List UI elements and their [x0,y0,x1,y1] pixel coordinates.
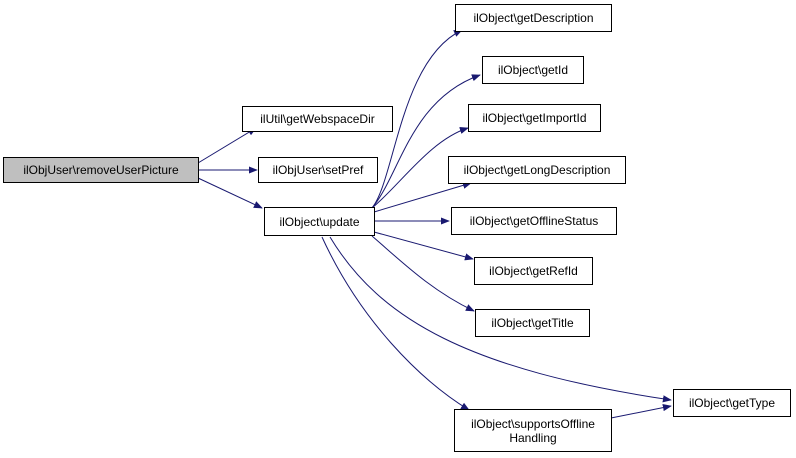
node-get-description[interactable]: ilObject\getDescription [455,4,612,32]
node-update[interactable]: ilObject\update [264,207,375,236]
node-get-offline-status[interactable]: ilObject\getOfflineStatus [451,207,617,235]
node-get-id[interactable]: ilObject\getId [482,56,584,84]
node-label: ilObject\getType [688,396,776,410]
node-label: ilObject\getDescription [473,11,594,25]
edge-supportsOffline-getType [610,404,672,419]
node-get-type[interactable]: ilObject\getType [673,389,791,417]
edge-root-update [197,177,263,209]
node-label: ilObject\getTitle [491,316,574,330]
node-get-title[interactable]: ilObject\getTitle [475,309,590,337]
node-label: ilObject\getId [497,63,569,77]
edge-update-getTitle [371,235,475,312]
node-supports-offline-handling[interactable]: ilObject\supportsOffline Handling [454,409,612,452]
node-label-line-2: Handling [509,430,557,445]
edge-update-getRefId [373,231,474,261]
node-get-long-description[interactable]: ilObject\getLongDescription [448,156,626,184]
node-label: ilObject\getLongDescription [463,163,611,177]
edge-update-getId [371,74,481,209]
node-remove-user-picture: ilObjUser\removeUserPicture [3,157,199,183]
node-label: ilObjUser\removeUserPicture [23,163,179,177]
edge-update-getImportId [371,127,469,209]
edge-root-getWebspaceDir [197,127,257,164]
node-get-webspace-dir[interactable]: ilUtil\getWebspaceDir [242,106,393,132]
node-get-ref-id[interactable]: ilObject\getRefId [474,257,593,285]
edge-update-getLongDescription [373,181,472,213]
node-get-import-id[interactable]: ilObject\getImportId [468,104,601,132]
node-label: ilObjUser\setPref [272,163,364,177]
node-label-line-1: ilObject\supportsOffline [471,416,595,431]
node-set-pref[interactable]: ilObjUser\setPref [258,157,378,183]
node-label: ilObject\update [279,214,360,229]
node-label: ilObject\getOfflineStatus [469,214,599,228]
edge-update-getType [329,236,672,403]
node-label: ilObject\getRefId [489,264,578,278]
node-label: ilUtil\getWebspaceDir [260,112,375,126]
edge-update-supportsOffline [321,236,470,411]
edge-update-getDescription [371,29,463,209]
node-label: ilObject\getImportId [482,111,587,125]
